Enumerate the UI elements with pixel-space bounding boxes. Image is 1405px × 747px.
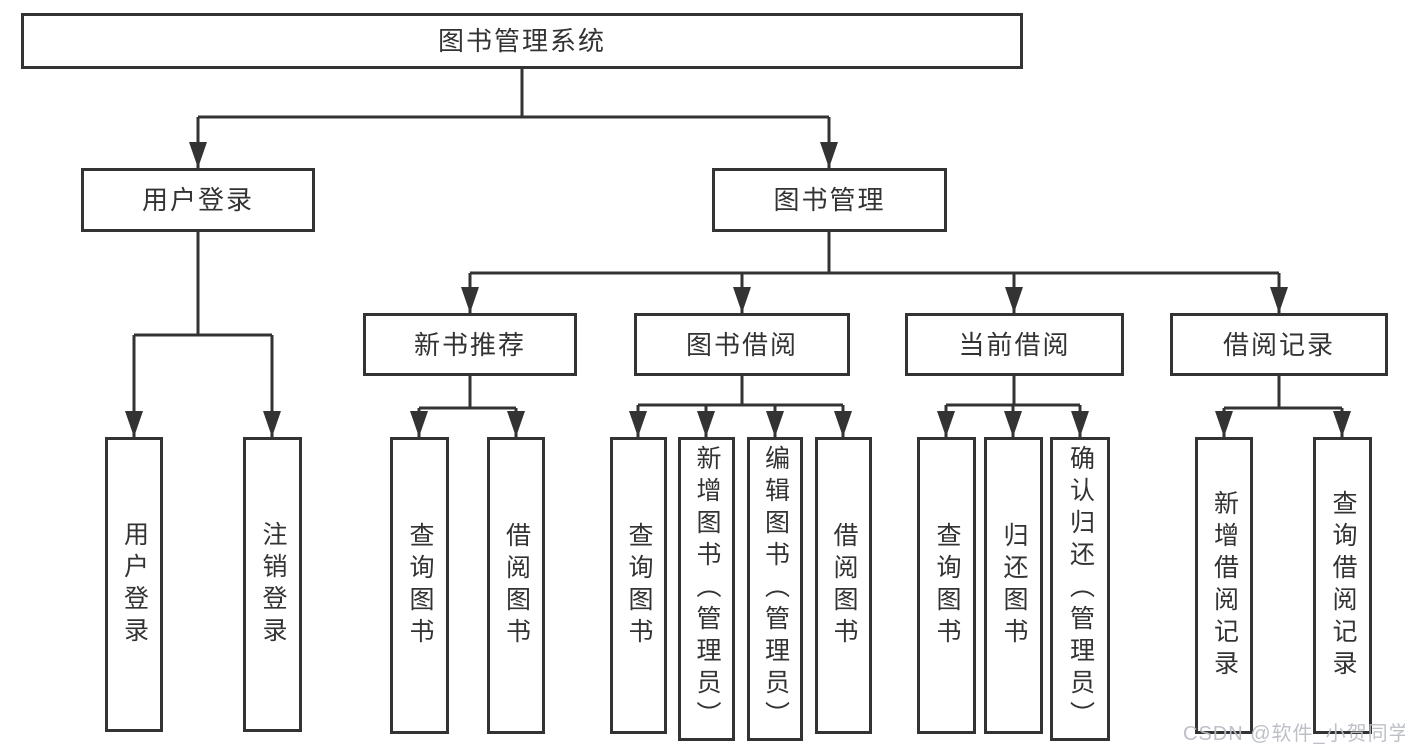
node-book-borrowing: 图书借阅 — [634, 313, 850, 376]
leaf-add-book-admin: 新增图书（管理员） — [678, 437, 735, 741]
leaf-query-borrow-record: 查询借阅记录 — [1313, 437, 1372, 734]
node-current-borrowing: 当前借阅 — [905, 313, 1124, 376]
node-book-management: 图书管理 — [712, 168, 947, 232]
leaf-logout-login: 注销登录 — [243, 437, 302, 732]
arrowheads — [125, 142, 1351, 437]
node-user-login: 用户登录 — [81, 168, 315, 232]
leaf-query-books-recommend: 查询图书 — [390, 437, 449, 734]
node-borrowing-records: 借阅记录 — [1170, 313, 1388, 376]
node-new-book-recommendation: 新书推荐 — [363, 313, 577, 376]
leaf-borrow-books-borrowing: 借阅图书 — [815, 437, 872, 734]
tree-edges — [132, 69, 1344, 437]
csdn-watermark: CSDN @软件_小贺同学 — [1183, 723, 1405, 745]
leaf-confirm-return-admin: 确认归还（管理员） — [1050, 437, 1110, 741]
leaf-return-books: 归还图书 — [984, 437, 1043, 734]
leaf-borrow-books-recommend: 借阅图书 — [487, 437, 545, 734]
node-library-management-system: 图书管理系统 — [21, 13, 1023, 69]
leaf-edit-book-admin: 编辑图书（管理员） — [747, 437, 803, 741]
leaf-query-books-borrowing: 查询图书 — [610, 437, 667, 734]
leaf-user-login: 用户登录 — [105, 437, 163, 732]
leaf-add-borrow-record: 新增借阅记录 — [1195, 437, 1253, 734]
leaf-query-books-current: 查询图书 — [917, 437, 976, 734]
